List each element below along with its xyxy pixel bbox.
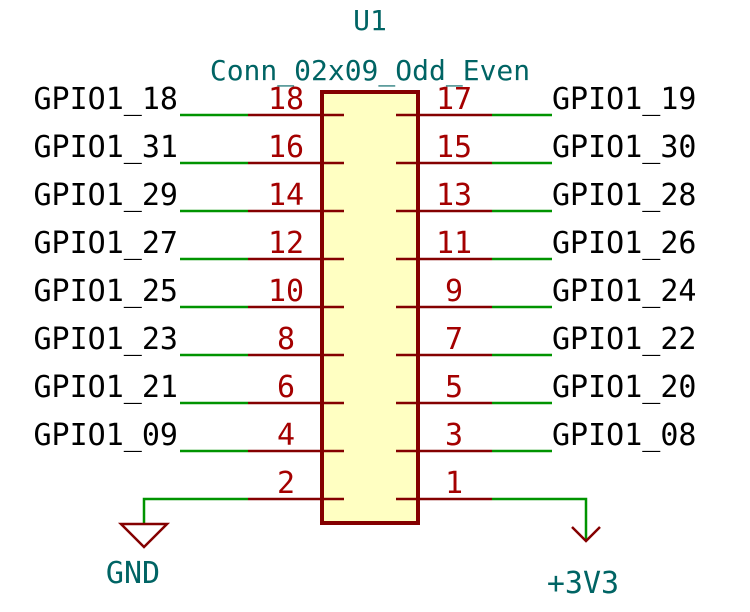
net-label-right: GPIO1_22 [552,322,697,357]
pin-number-left: 18 [268,82,304,117]
pin-number-left: 8 [277,322,295,357]
pin-number-right: 13 [436,178,472,213]
net-label-right: GPIO1_28 [552,178,697,213]
gnd-label: GND [106,556,160,591]
net-label-left: GPIO1_31 [34,130,179,165]
pin-number-right: 9 [445,274,463,309]
net-label-left: GPIO1_23 [34,322,179,357]
pin-number-left: 12 [268,226,304,261]
pin-number-right: 11 [436,226,472,261]
net-label-left: GPIO1_27 [34,226,179,261]
net-label-right: GPIO1_26 [552,226,697,261]
net-label-right: GPIO1_20 [552,370,697,405]
net-label-left: GPIO1_09 [34,418,179,453]
vcc-wire [492,497,588,541]
vcc-symbol: +3V3 [492,497,619,601]
pin-number-left: 14 [268,178,304,213]
pin-number-left: 2 [277,466,295,501]
pin-number-left: 10 [268,274,304,309]
net-label-right: GPIO1_19 [552,82,697,117]
pin-number-left: 6 [277,370,295,405]
component-reference: U1 [353,4,387,37]
pin-number-right: 5 [445,370,463,405]
pin-number-right: 3 [445,418,463,453]
component-value: Conn_02x09_Odd_Even [210,54,530,88]
pin-number-right: 17 [436,82,472,117]
net-label-right: GPIO1_24 [552,274,697,309]
net-label-left: GPIO1_18 [34,82,179,117]
pin-number-left: 4 [277,418,295,453]
power-arrow-icon [571,526,601,543]
pin-number-left: 16 [268,130,304,165]
net-label-right: GPIO1_30 [552,130,697,165]
ground-icon [117,522,171,549]
net-label-left: GPIO1_29 [34,178,179,213]
net-label-right: GPIO1_08 [552,418,697,453]
gnd-wire [142,497,248,524]
net-label-left: GPIO1_25 [34,274,179,309]
gnd-symbol: GND [106,497,248,591]
pin-number-right: 7 [445,322,463,357]
pin-number-right: 1 [445,466,463,501]
vcc-label: +3V3 [547,566,619,601]
net-label-left: GPIO1_21 [34,370,179,405]
pin-number-right: 15 [436,130,472,165]
